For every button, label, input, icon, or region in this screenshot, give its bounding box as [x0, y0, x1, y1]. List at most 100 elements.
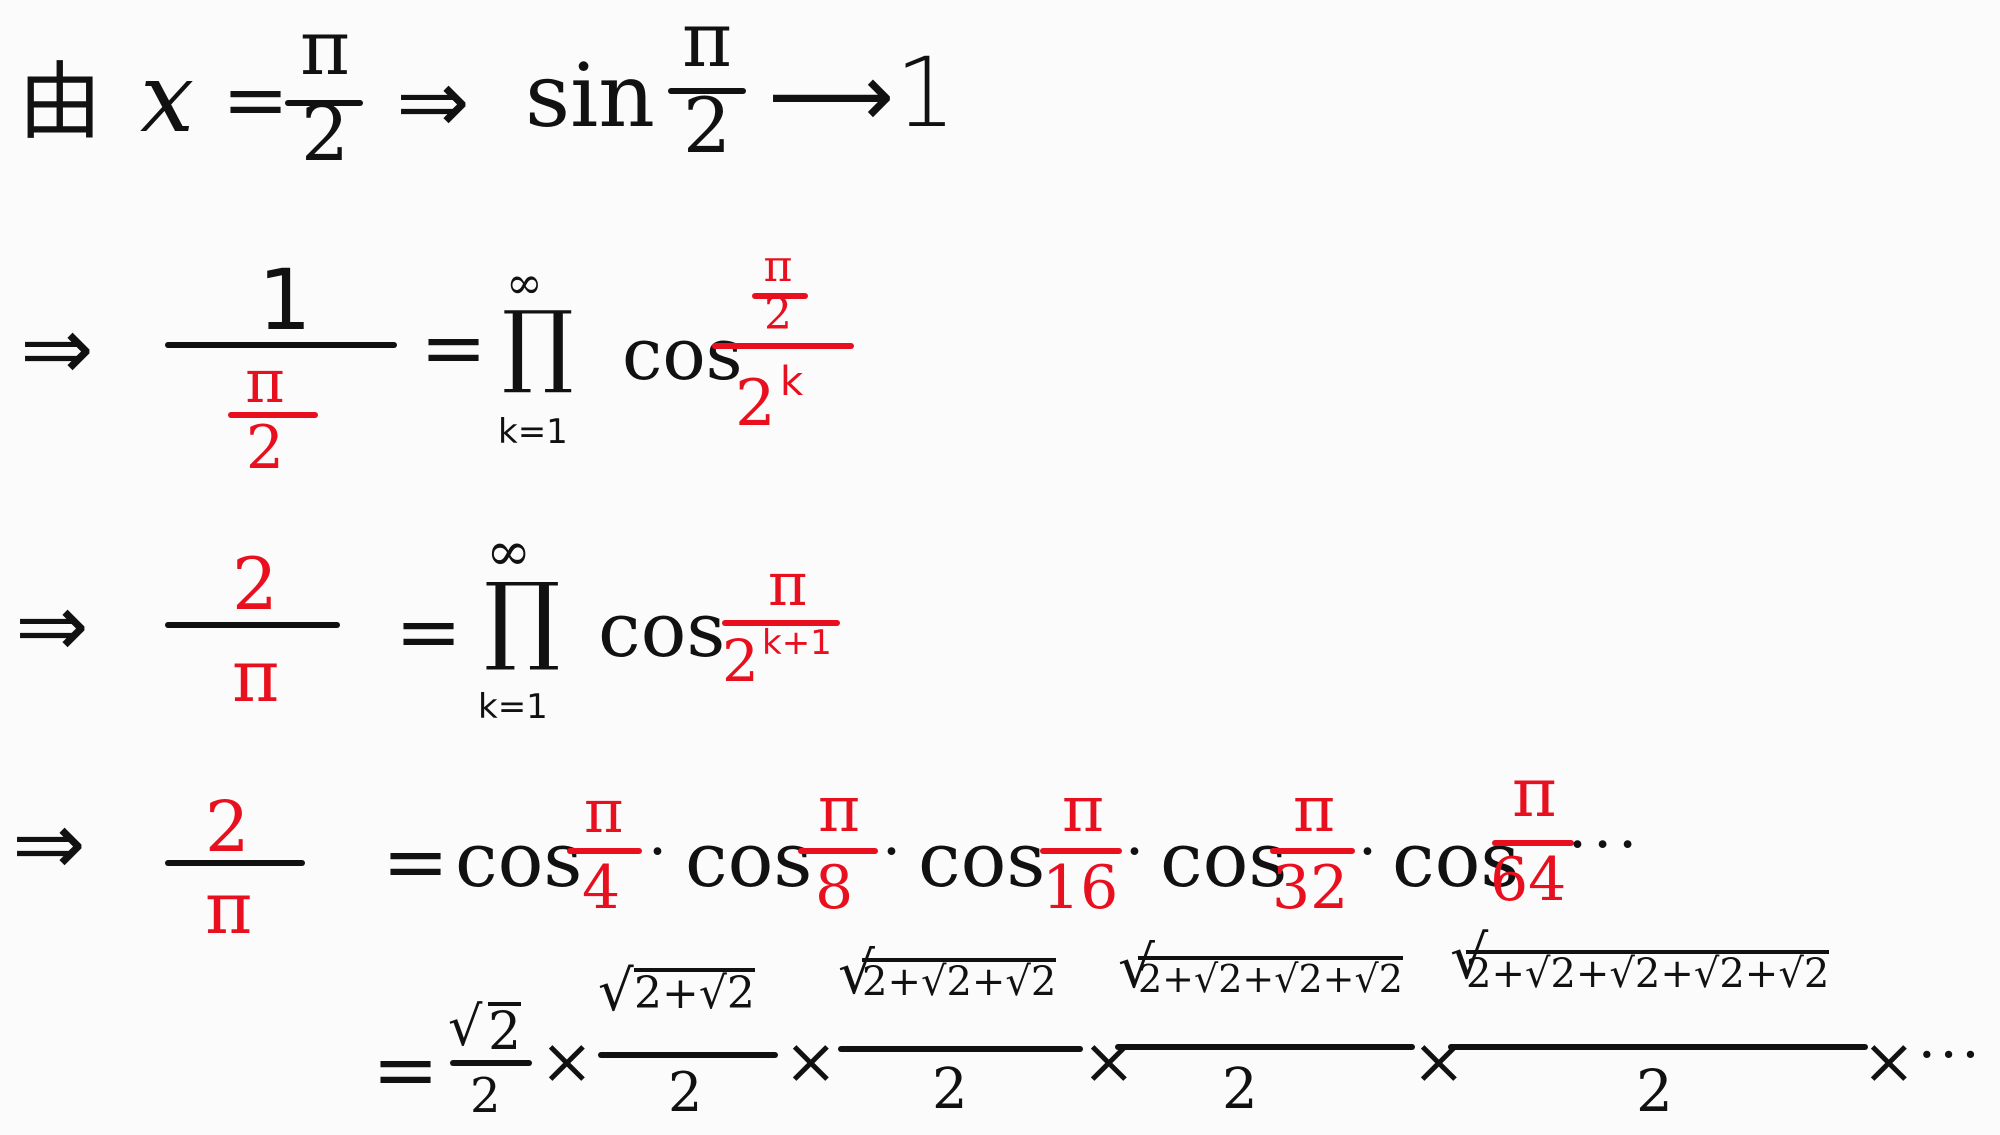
argument-numerator: π — [768, 550, 808, 620]
radicand: 2+√2+√2 — [862, 958, 1057, 1005]
times-operator: × — [1412, 1025, 1466, 1099]
equals-sign: = — [372, 1023, 440, 1116]
implies-arrow: ⇒ — [396, 50, 470, 153]
term-fraction-bar — [1040, 848, 1122, 854]
cos-function: cos — [455, 815, 583, 904]
fraction-numerator: π — [245, 347, 285, 417]
term-fraction-bar — [450, 1060, 532, 1066]
term-denominator: 16 — [1042, 853, 1119, 923]
fraction-numerator: π — [682, 0, 732, 84]
fraction-numerator: π — [300, 3, 350, 92]
ellipsis: ··· — [1918, 1023, 1984, 1088]
you-char: 由 — [18, 53, 103, 151]
fraction-denominator: 2 — [245, 413, 285, 483]
equals-sign: = — [420, 301, 488, 394]
dot-operator: · — [1125, 817, 1145, 887]
inner-fraction-bar — [752, 293, 808, 299]
implies-arrow: ⇒ — [12, 792, 86, 895]
fraction-numerator: π — [763, 241, 793, 292]
term-denominator: 2 — [1636, 1057, 1673, 1125]
sqrt-icon: √ — [598, 959, 634, 1024]
argument-numerator-fraction: π 2 — [748, 245, 808, 337]
term-denominator: 4 — [582, 853, 621, 923]
argument-denominator-base: 2 — [735, 367, 776, 441]
sqrt-icon: √ — [448, 995, 483, 1058]
term-denominator: 8 — [815, 853, 854, 923]
dot-operator: · — [882, 817, 902, 887]
term-fraction-bar — [1492, 840, 1574, 846]
sin-function: sin — [525, 44, 655, 147]
term-fraction-bar — [1448, 1044, 1868, 1050]
fraction-denominator: 2 — [682, 81, 732, 170]
term-numerator: π — [584, 777, 624, 847]
product-symbol: ∏ — [502, 292, 574, 397]
sqrt-icon: √ — [1450, 923, 1489, 993]
lhs-fraction-bar — [165, 622, 340, 628]
limit-value-one: 1 — [895, 37, 957, 149]
sqrt-icon: √ — [1118, 933, 1155, 1001]
argument-denominator-base: 2 — [722, 627, 759, 695]
times-operator: × — [540, 1025, 594, 1099]
radicand: 2+√2 — [634, 968, 755, 1019]
product-upper-limit: ∞ — [506, 258, 543, 309]
equals-sign: = — [395, 585, 463, 678]
term-denominator: 32 — [1272, 853, 1349, 923]
tends-to-arrow: ⟶ — [768, 44, 895, 147]
lhs-numerator-one: 1 — [258, 251, 312, 349]
radicand: 2+√2+√2+√2 — [1138, 956, 1403, 1001]
term-numerator: π — [1293, 773, 1336, 847]
product-lower-limit: k=1 — [498, 412, 568, 452]
cos-function: cos — [685, 815, 813, 904]
product-symbol: ∏ — [484, 562, 561, 674]
ellipsis: ··· — [1568, 810, 1644, 880]
radicand: 2 — [488, 1002, 522, 1062]
term-fraction-bar — [798, 848, 878, 854]
cos-function: cos — [598, 585, 726, 674]
fraction-bar — [285, 100, 363, 106]
times-operator: × — [1082, 1025, 1136, 1099]
argument-fraction-bar — [712, 343, 854, 349]
lhs-fraction-bar — [165, 860, 305, 866]
implies-arrow: ⇒ — [15, 574, 89, 677]
lhs-denominator-pi-over-2: π 2 — [230, 352, 300, 478]
dot-operator: · — [648, 817, 668, 887]
product-lower-limit: k=1 — [478, 687, 548, 727]
variable-x: x — [140, 42, 195, 154]
term-denominator: 2 — [470, 1068, 501, 1124]
term-numerator: π — [818, 773, 861, 847]
sin-argument-fraction: π 2 — [672, 2, 742, 164]
lhs-denominator: π — [205, 866, 253, 950]
radicand: 2+√2+√2+√2+√2 — [1466, 950, 1830, 997]
argument-fraction-bar — [722, 620, 840, 626]
fraction-denominator: 2 — [300, 89, 350, 178]
term-fraction-bar — [567, 848, 642, 854]
term-denominator: 2 — [932, 1057, 968, 1122]
term-fraction-bar — [838, 1046, 1083, 1052]
cos-function: cos — [918, 815, 1046, 904]
term-fraction-bar — [598, 1052, 778, 1058]
implies-arrow: ⇒ — [20, 297, 94, 400]
fraction-bar — [668, 88, 746, 94]
fraction-pi-over-2: π 2 — [290, 10, 360, 172]
lhs-fraction-bar — [165, 342, 397, 348]
term-fraction-bar — [1115, 1044, 1415, 1050]
lhs-numerator: 2 — [232, 542, 278, 626]
fraction-denominator: 2 — [764, 289, 792, 340]
product-upper-limit: ∞ — [486, 520, 531, 583]
term-fraction-bar — [1270, 848, 1355, 854]
equals-sign: = — [382, 815, 450, 908]
term-numerator: π — [1512, 754, 1557, 833]
term-numerator: π — [1062, 773, 1105, 847]
sqrt-icon: √ — [838, 939, 875, 1007]
equals-sign: = — [222, 53, 290, 146]
argument-denominator-exponent: k — [780, 359, 804, 405]
term-denominator: 2 — [1222, 1057, 1258, 1122]
times-operator: × — [1862, 1025, 1916, 1099]
argument-denominator-exponent: k+1 — [762, 623, 832, 663]
lhs-denominator: π — [232, 634, 280, 718]
times-operator: × — [784, 1025, 838, 1099]
lhs-inner-fraction-bar — [228, 412, 318, 418]
cos-function: cos — [1392, 815, 1520, 904]
cos-function: cos — [1160, 815, 1288, 904]
term-denominator: 64 — [1490, 845, 1567, 915]
